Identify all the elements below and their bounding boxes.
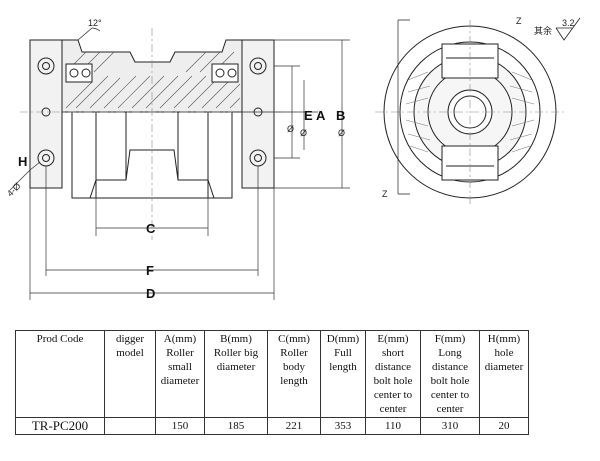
dim-label-b: B: [336, 108, 345, 123]
header-line: C(mm): [278, 333, 310, 345]
header-line: center: [436, 403, 464, 415]
dim-label-a: A: [316, 108, 326, 123]
header-line: Prod Code: [36, 333, 84, 345]
header-line: digger: [115, 333, 145, 345]
header-line: center to: [373, 389, 413, 401]
header-prod-code: Prod Code: [15, 330, 105, 418]
roughness-value: 3.2: [562, 18, 575, 28]
spec-table: Prod Code digger model A(mm) Roller smal…: [15, 330, 529, 435]
roughness-symbol: [555, 17, 581, 41]
header-f: F(mm) Long distance bolt hole center to …: [420, 330, 480, 418]
header-line: body: [283, 361, 305, 373]
cell-prod-code: TR-PC200: [15, 417, 105, 435]
technical-drawing: 12° C F D E A B Ø Ø Ø H 4-Ø: [5, 16, 581, 301]
cell-d: 353: [320, 417, 366, 435]
header-a: A(mm) Roller small diameter: [155, 330, 205, 418]
bolt-hole-top-left: [37, 57, 55, 75]
header-line: B(mm): [220, 333, 252, 345]
dimension-lines: [9, 39, 350, 300]
cell-c: 221: [267, 417, 321, 435]
header-line: bolt hole: [430, 375, 470, 387]
bolt-hole-top-right: [249, 57, 267, 75]
header-line: D(mm): [326, 333, 360, 345]
header-line: F(mm): [434, 333, 466, 345]
dim-label-c: C: [146, 221, 156, 236]
cell-f: 310: [420, 417, 480, 435]
header-line: diameter: [216, 361, 256, 373]
header-line: Roller: [280, 347, 308, 359]
roller-side-view: [375, 19, 565, 205]
header-d: D(mm) Full length: [320, 330, 366, 418]
header-line: length: [280, 375, 308, 387]
diameter-symbol-a: Ø: [300, 128, 307, 138]
header-line: distance: [431, 361, 469, 373]
header-e: E(mm) short distance bolt hole center to…: [365, 330, 421, 418]
header-line: diameter: [160, 375, 200, 387]
dim-label-f: F: [146, 263, 154, 278]
header-line: Full: [334, 347, 352, 359]
header-c: C(mm) Roller body length: [267, 330, 321, 418]
header-line: length: [329, 361, 357, 373]
cell-e: 110: [365, 417, 421, 435]
header-line: small: [168, 361, 192, 373]
header-line: model: [116, 347, 144, 359]
header-line: Roller: [166, 347, 194, 359]
cell-a: 150: [155, 417, 205, 435]
dim-label-e: E: [304, 108, 313, 123]
header-b: B(mm) Roller big diameter: [204, 330, 268, 418]
angle-label: 12°: [88, 18, 102, 28]
dim-label-h: H: [18, 154, 27, 169]
hole-callout: 4-Ø: [5, 181, 23, 199]
side-view-annotations: Z Z 其余 3.2: [382, 16, 581, 199]
header-line: diameter: [484, 361, 524, 373]
header-line: Long: [438, 347, 462, 359]
section-z-top: Z: [516, 16, 522, 26]
table-row: TR-PC200 150 185 221 353 110 310 20: [15, 417, 529, 435]
diameter-symbol-b: Ø: [338, 128, 345, 138]
header-digger-model: digger model: [104, 330, 156, 418]
diameter-symbol-e: Ø: [287, 124, 294, 134]
cell-b: 185: [204, 417, 268, 435]
spec-table-header-row: Prod Code digger model A(mm) Roller smal…: [15, 330, 529, 418]
header-line: center: [379, 403, 407, 415]
header-line: center to: [430, 389, 470, 401]
section-hatch: [65, 51, 241, 109]
header-h: H(mm) hole diameter: [479, 330, 529, 418]
dim-label-d: D: [146, 286, 155, 301]
left-mount-flange: [29, 39, 63, 189]
section-z-bottom: Z: [382, 189, 388, 199]
roller-front-view: [20, 27, 290, 240]
header-line: H(mm): [487, 333, 521, 345]
left-seal: [65, 63, 93, 83]
header-line: E(mm): [377, 333, 409, 345]
header-line: hole: [494, 347, 514, 359]
cell-digger-model: [104, 417, 156, 435]
header-line: distance: [374, 361, 412, 373]
roughness-note: 其余: [534, 25, 552, 36]
right-seal: [211, 63, 239, 83]
header-line: Roller big: [213, 347, 259, 359]
header-line: A(mm): [163, 333, 197, 345]
header-line: bolt hole: [373, 375, 413, 387]
cell-h: 20: [479, 417, 529, 435]
header-line: short: [382, 347, 404, 359]
